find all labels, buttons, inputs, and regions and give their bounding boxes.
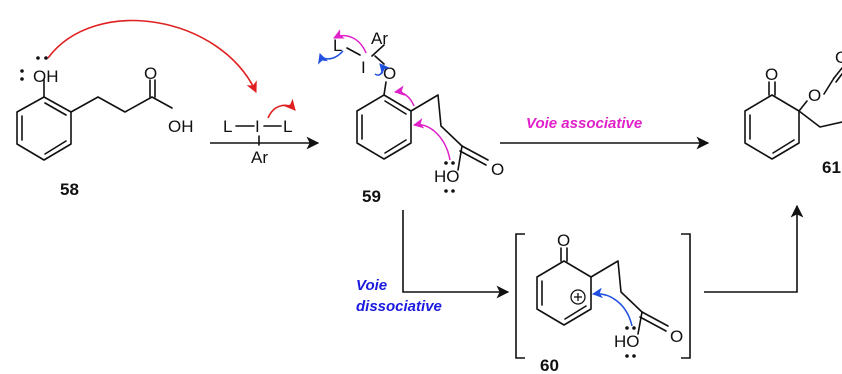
- lone-pair-dot: [36, 56, 40, 60]
- reaction-arrow-final: [704, 204, 804, 293]
- c59-number: 59: [362, 187, 381, 206]
- c58-acid-oh: OH: [168, 117, 194, 136]
- reagent-iodane: L I L Ar: [223, 117, 292, 167]
- lone-pair-dot: [625, 326, 629, 330]
- c59-aryl: Ar: [371, 29, 388, 48]
- c60-acid-o: O: [670, 327, 683, 346]
- compound-61: O O O 61: [744, 48, 842, 177]
- c61-lactone-o: O: [835, 48, 842, 67]
- c60-acid-oh: HO: [614, 332, 640, 351]
- lone-pair-dot: [444, 189, 448, 193]
- lone-pair-dot: [44, 56, 48, 60]
- lone-pair-dot: [451, 161, 455, 165]
- blue-arrow-attack: [591, 287, 633, 327]
- c58-hydroxyl: OH: [33, 67, 59, 86]
- dissociative-label-line2: dissociative: [356, 298, 442, 315]
- c60-ketone-o: O: [557, 231, 570, 250]
- c61-ketone-o: O: [765, 65, 778, 84]
- magenta-arrow-top: [333, 29, 367, 54]
- red-curved-arrow: [47, 19, 257, 94]
- c61-number: 61: [822, 158, 841, 177]
- reagent-ligand-left: L: [223, 117, 232, 136]
- bracket-left: [515, 233, 525, 359]
- blue-arrow-ring: [374, 63, 391, 76]
- compound-60: O O HO 60: [536, 231, 683, 374]
- compound-58: O OH OH 58: [16, 56, 194, 199]
- c59-ether-o: O: [383, 64, 396, 83]
- reagent-aryl: Ar: [251, 148, 268, 167]
- c59-ligand: L: [333, 36, 342, 55]
- lone-pair-dot: [632, 326, 636, 330]
- c60-number: 60: [540, 356, 559, 374]
- red-ligand-arrow: [267, 98, 296, 119]
- compound-59: O I L Ar O HO 59: [333, 29, 504, 206]
- reagent-iodine: I: [255, 117, 260, 136]
- dissociative-label-line1: Voie: [356, 277, 387, 294]
- magenta-arrow-attack: [412, 118, 451, 161]
- reaction-arrow-dissociative: [402, 210, 510, 299]
- c61-ring-o: O: [808, 86, 821, 105]
- lone-pair-dot: [20, 77, 24, 81]
- reagent-ligand-right: L: [283, 117, 292, 136]
- lone-pair-dot: [451, 189, 455, 193]
- c59-acid-oh: HO: [434, 167, 460, 186]
- bracket-right: [681, 233, 691, 359]
- blue-arrow-top: [318, 50, 344, 65]
- lone-pair-dot: [632, 354, 636, 358]
- c59-acid-o: O: [491, 160, 504, 179]
- lone-pair-dot: [625, 354, 629, 358]
- lone-pair-dot: [20, 69, 24, 73]
- c58-number: 58: [60, 180, 79, 199]
- lone-pair-dot: [444, 161, 448, 165]
- associative-label: Voie associative: [526, 115, 642, 132]
- magenta-arrow-ring: [393, 85, 415, 107]
- c58-acid-o: O: [144, 64, 157, 83]
- c59-iodine: I: [361, 58, 366, 77]
